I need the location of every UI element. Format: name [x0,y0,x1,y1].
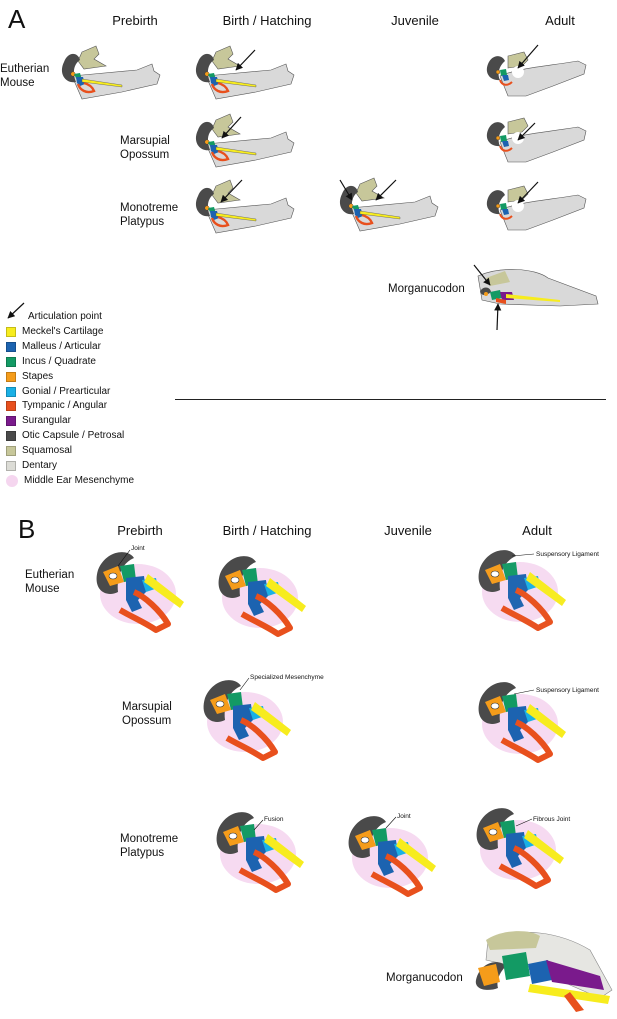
legend-swatch [6,341,16,352]
morganucodon-ear-b [475,931,613,1012]
panel-a-letter: A [8,4,26,34]
legend-label: Middle Ear Mesenchyme [24,474,135,486]
legend-item: Squamosal [6,445,72,457]
legend-item: Surangular [6,415,71,427]
header-prebirth-b: Prebirth [117,523,163,538]
legend-label: Stapes [22,370,54,382]
header-prebirth-a: Prebirth [112,13,158,28]
legend-swatch [6,371,16,382]
morganucodon-skull-a [477,269,599,307]
note-suspensory-2: Suspensory Ligament [536,687,599,694]
panel-b-letter: B [18,514,36,544]
legend-item: Articulation point [28,311,102,323]
legend-item: Stapes [6,371,53,383]
row-label-morgano-a: Morganucodon [388,283,465,295]
header-adult-a: Adult [545,13,575,28]
legend-item: Tympanic / Angular [6,400,107,412]
note-joint-1: Joint [131,545,145,552]
legend-label: Surangular [22,415,71,427]
legend-label: Gonial / Prearticular [22,385,111,397]
header-juvenile-a: Juvenile [391,13,439,28]
header-adult-b: Adult [522,523,552,538]
legend-swatch [6,326,16,337]
row-label-morgano-b: Morganucodon [386,972,463,984]
legend-swatch [6,356,16,367]
legend-swatch [6,474,18,487]
legend-swatch [6,461,16,471]
header-birth-b: Birth / Hatching [222,523,312,538]
legend-swatch [6,401,16,412]
note-specialized-mesenchyme: Specialized Mesenchyme [250,674,324,681]
legend-swatch [6,416,16,427]
note-suspensory-1: Suspensory Ligament [536,551,599,558]
legend-label: Malleus / Articular [22,340,101,352]
divider-line [175,399,606,400]
legend-item: Otic Capsule / Petrosal [6,430,124,442]
note-joint-2: Joint [397,813,411,820]
note-fibrous-joint: Fibrous Joint [533,816,571,823]
note-fusion: Fusion [264,816,284,823]
legend-label: Meckel's Cartilage [22,325,104,337]
legend-item: Malleus / Articular [6,341,101,353]
legend-swatch [6,446,16,457]
header-juvenile-b: Juvenile [384,523,432,538]
legend-item: Gonial / Prearticular [6,386,110,398]
legend-item: Middle Ear Mesenchyme [6,474,135,487]
header-birth-a: Birth / Hatching [222,13,312,28]
legend-swatch [6,431,16,442]
legend-label: Squamosal [22,445,73,457]
legend-label: Otic Capsule / Petrosal [22,430,125,442]
legend-label: Dentary [22,460,58,471]
legend-item: Incus / Quadrate [6,356,96,368]
legend-swatch [6,386,16,397]
legend-item: Meckel's Cartilage [6,326,103,338]
legend-label: Articulation point [28,311,102,322]
legend-item: Dentary [6,460,57,472]
legend-label: Incus / Quadrate [22,355,96,367]
legend-label: Tympanic / Angular [22,400,108,412]
